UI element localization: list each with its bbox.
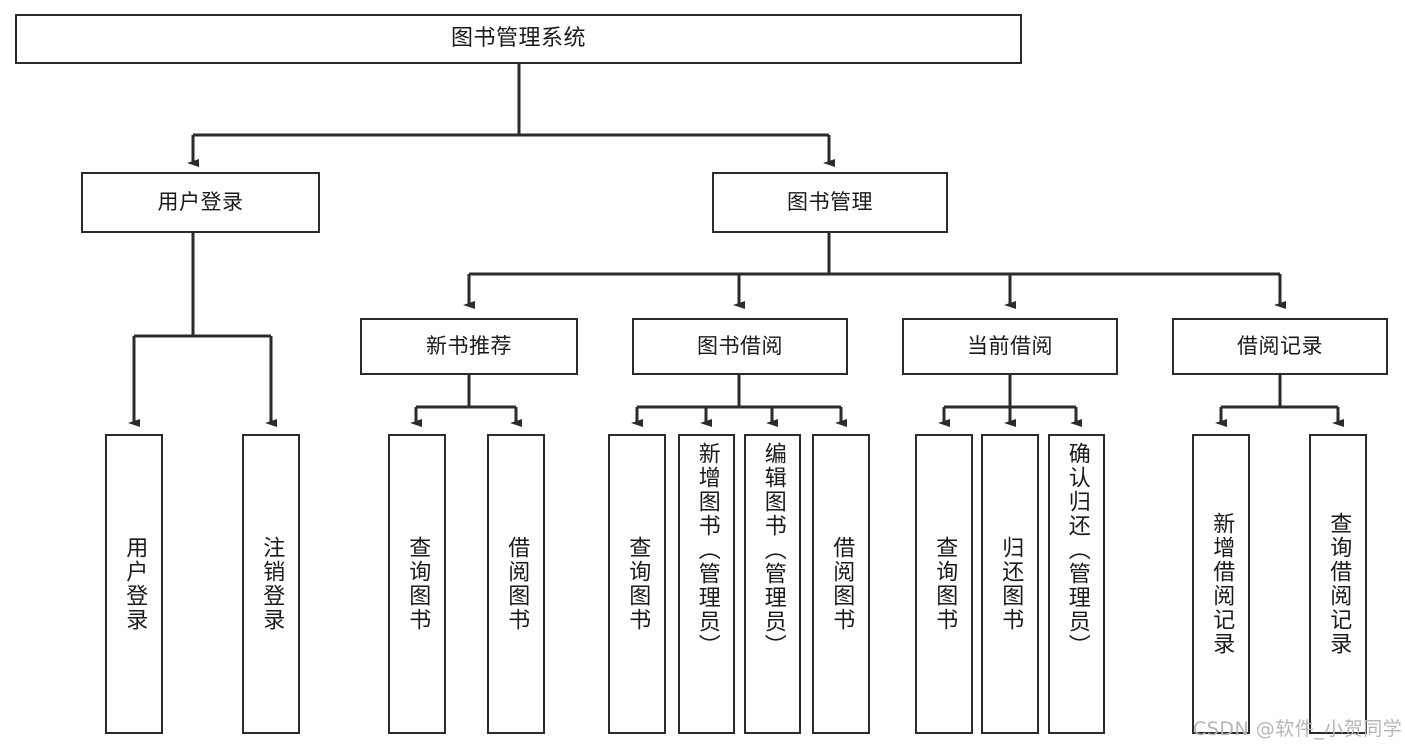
node-book-borrow-label: 图书借阅 [697, 334, 783, 359]
leaf-query-book-2[interactable]: 查询图书 [608, 434, 666, 734]
leaf-query-book-1-label: 查询图书 [405, 536, 431, 632]
node-current-borrow-label: 当前借阅 [967, 334, 1053, 359]
node-new-book-recommend-label: 新书推荐 [426, 334, 512, 359]
leaf-logout-login-label: 注销登录 [259, 536, 285, 632]
leaf-add-book-label: 新增图书（管理员） [694, 442, 720, 658]
watermark: CSDN @软件_小贺同学 [1193, 718, 1403, 740]
leaf-add-borrow-record-label: 新增借阅记录 [1209, 512, 1235, 656]
node-book-borrow[interactable]: 图书借阅 [632, 318, 848, 375]
node-user-login-label: 用户登录 [157, 190, 244, 215]
leaf-logout-login[interactable]: 注销登录 [242, 434, 300, 734]
leaf-user-login[interactable]: 用户登录 [105, 434, 163, 734]
node-borrow-record[interactable]: 借阅记录 [1172, 318, 1388, 375]
leaf-borrow-book-1-label: 借阅图书 [504, 536, 530, 632]
leaf-confirm-return[interactable]: 确认归还（管理员） [1048, 434, 1105, 734]
node-new-book-recommend[interactable]: 新书推荐 [360, 318, 578, 375]
node-root[interactable]: 图书管理系统 [15, 14, 1022, 64]
leaf-query-book-2-label: 查询图书 [625, 536, 651, 632]
leaf-query-book-3-label: 查询图书 [932, 536, 958, 632]
leaf-query-borrow-record-label: 查询借阅记录 [1326, 512, 1352, 656]
leaf-edit-book-label: 编辑图书（管理员） [760, 442, 786, 658]
leaf-borrow-book-1[interactable]: 借阅图书 [487, 434, 545, 734]
node-book-management-label: 图书管理 [787, 190, 873, 215]
leaf-query-book-1[interactable]: 查询图书 [388, 434, 446, 734]
leaf-query-borrow-record[interactable]: 查询借阅记录 [1309, 434, 1367, 734]
node-user-login[interactable]: 用户登录 [81, 172, 320, 233]
leaf-return-book[interactable]: 归还图书 [981, 434, 1039, 734]
leaf-query-book-3[interactable]: 查询图书 [915, 434, 973, 734]
leaf-user-login-label: 用户登录 [122, 536, 148, 632]
leaf-return-book-label: 归还图书 [998, 536, 1024, 632]
node-borrow-record-label: 借阅记录 [1237, 334, 1323, 359]
leaf-borrow-book-2-label: 借阅图书 [829, 536, 855, 632]
node-book-management[interactable]: 图书管理 [712, 172, 948, 233]
leaf-edit-book[interactable]: 编辑图书（管理员） [744, 434, 801, 734]
leaf-confirm-return-label: 确认归还（管理员） [1064, 442, 1090, 658]
leaf-add-borrow-record[interactable]: 新增借阅记录 [1192, 434, 1250, 734]
node-root-label: 图书管理系统 [450, 26, 586, 52]
leaf-add-book[interactable]: 新增图书（管理员） [678, 434, 735, 734]
node-current-borrow[interactable]: 当前借阅 [902, 318, 1118, 375]
leaf-borrow-book-2[interactable]: 借阅图书 [812, 434, 870, 734]
